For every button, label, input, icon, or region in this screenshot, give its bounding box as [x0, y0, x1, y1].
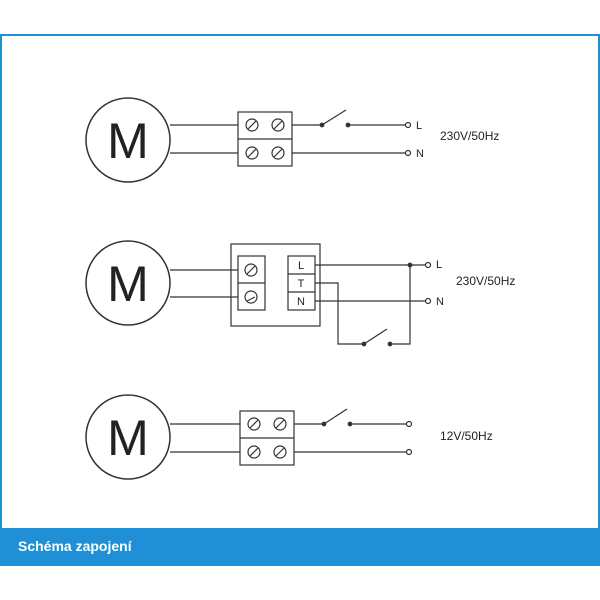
motor-2-label: M: [107, 256, 149, 312]
motor-1-label: M: [107, 113, 149, 169]
voltage-label-3: 12V/50Hz: [440, 429, 493, 443]
voltage-label-1: 230V/50Hz: [440, 129, 499, 143]
terminal-n: N: [297, 296, 305, 308]
switch-2: [363, 328, 388, 345]
control-box-2: [230, 243, 321, 327]
screw-terminals-1: [245, 118, 285, 160]
neutral-label-1: N: [416, 148, 424, 160]
diagram-1: M L N 230V/50Hz: [85, 97, 499, 183]
footer-title: Schéma zapojení: [18, 538, 132, 554]
screw-terminals-3: [247, 417, 287, 459]
terminal-l: L: [298, 260, 304, 272]
line-label-1: L: [416, 120, 422, 132]
motor-2: [85, 240, 171, 326]
voltage-label-2: 230V/50Hz: [456, 274, 515, 288]
line-label-2: L: [436, 259, 442, 271]
motor-1: [85, 97, 171, 183]
terminal-t: T: [298, 278, 305, 290]
screw-terminals-2: [244, 263, 258, 304]
switch-1: [321, 109, 347, 126]
motor-3-label: M: [107, 410, 149, 466]
motor-3: [85, 394, 171, 480]
diagram-frame: [0, 34, 600, 566]
diagram-2: M L T N L N 230V/50: [85, 240, 515, 347]
switch-3: [323, 408, 348, 425]
neutral-label-2: N: [436, 296, 444, 308]
diagram-3: M 12V/50Hz: [85, 394, 493, 480]
footer-bar: Schéma zapojení: [0, 528, 600, 566]
